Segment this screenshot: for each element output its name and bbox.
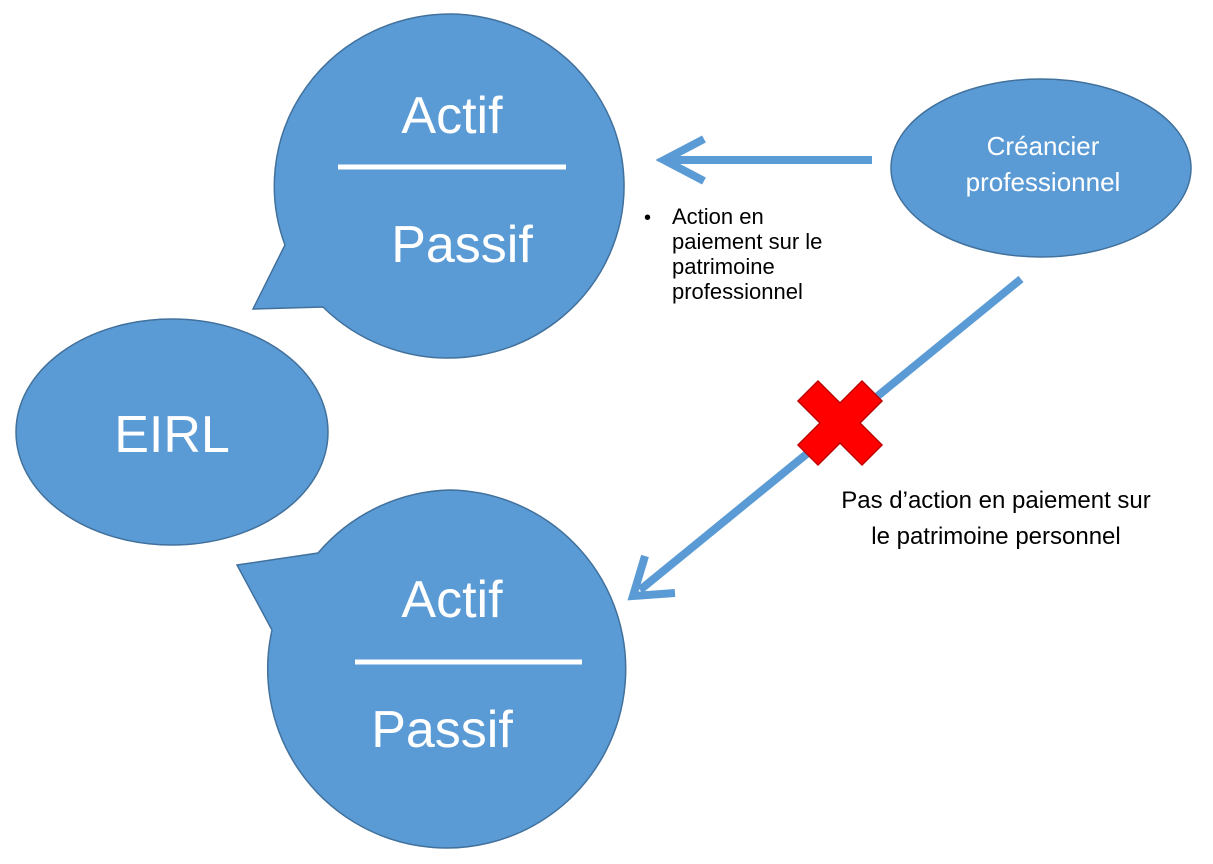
action-note-line: professionnel <box>672 279 803 304</box>
blocked-note-line: Pas d’action en paiement sur <box>841 487 1151 514</box>
action-note: • Action en paiement sur le patrimoine p… <box>644 204 822 304</box>
personal-patrimony-bubble: Actif Passif <box>235 489 627 849</box>
action-note-line: patrimoine <box>672 254 775 279</box>
professional-actif-label: Actif <box>401 87 503 145</box>
blocked-cross-icon <box>796 379 884 467</box>
eirl-label: EIRL <box>114 406 230 464</box>
action-note-line: Action en <box>672 204 764 229</box>
creditor-ellipse: Créancier professionnel <box>890 78 1192 258</box>
creditor-label-line1: Créancier <box>987 131 1100 161</box>
personal-passif-label: Passif <box>371 701 513 759</box>
allowed-action-arrow <box>655 135 872 185</box>
eirl-ellipse: EIRL <box>15 318 329 546</box>
personal-actif-label: Actif <box>401 571 503 629</box>
action-note-bullet: • <box>644 207 651 229</box>
blocked-note: Pas d’action en paiement sur le patrimoi… <box>841 487 1151 550</box>
action-note-line: paiement sur le <box>672 229 822 254</box>
professional-passif-label: Passif <box>391 216 533 274</box>
professional-patrimony-bubble: Actif Passif <box>251 13 625 359</box>
creditor-label-line2: professionnel <box>966 167 1121 197</box>
blocked-note-line: le patrimoine personnel <box>871 523 1120 550</box>
